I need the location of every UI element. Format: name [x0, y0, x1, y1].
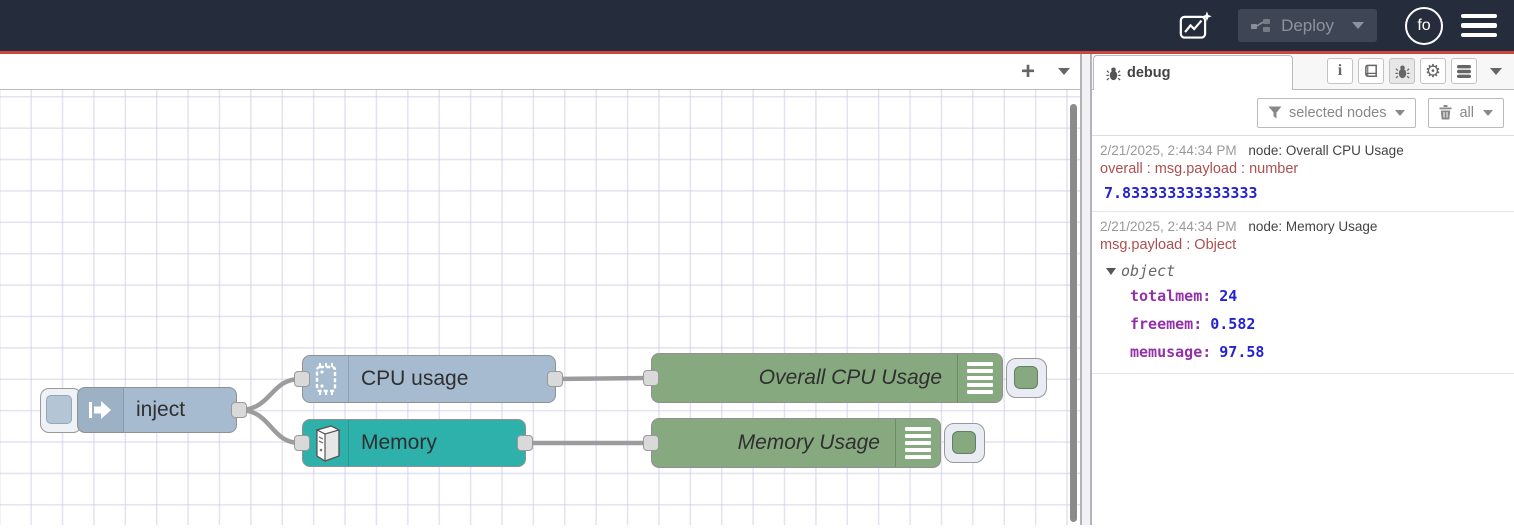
message-timestamp: 2/21/2025, 2:44:34 PM [1100, 219, 1237, 234]
port-debug-overall-input[interactable] [643, 370, 659, 386]
tab-debug[interactable]: debug [1093, 55, 1293, 90]
sidebar-tab-bar: debug i [1092, 54, 1514, 90]
object-key: freemem: [1130, 315, 1203, 333]
node-inject[interactable]: inject [77, 387, 237, 433]
node-debug-overall-cpu[interactable]: Overall CPU Usage [651, 353, 1003, 403]
header: Deploy fo [0, 0, 1514, 54]
port-inject-output[interactable] [231, 402, 247, 418]
object-tree: object totalmem: 24 freemem: 0.582 memusag… [1100, 255, 1506, 366]
message-source-node: node: Memory Usage [1248, 219, 1378, 234]
object-key: totalmem: [1130, 287, 1212, 305]
message-property: msg.payload : Object [1100, 237, 1237, 253]
wire-cpu-debug[interactable] [551, 375, 654, 382]
debug-toolbar: selected nodes all [1092, 90, 1514, 136]
deploy-button[interactable]: Deploy [1238, 9, 1377, 42]
info-icon: i [1337, 62, 1343, 79]
debug-message[interactable]: 2/21/2025, 2:44:34 PM node: Memory Usage… [1092, 212, 1514, 374]
debug-tab-button[interactable] [1389, 58, 1415, 84]
info-tab-button[interactable]: i [1327, 58, 1353, 84]
inject-trigger-button[interactable] [40, 388, 82, 433]
filter-label: selected nodes [1288, 104, 1387, 121]
sidebar: debug i [1092, 54, 1514, 525]
book-icon [1364, 64, 1379, 79]
gear-icon: ⚙ [1424, 61, 1442, 81]
object-value: 24 [1219, 287, 1238, 305]
wire-inject-cpu[interactable] [236, 376, 303, 413]
node-memory[interactable]: Memory [302, 419, 526, 467]
tab-debug-label: debug [1127, 65, 1171, 81]
flow-list-button[interactable] [1048, 54, 1080, 89]
assistant-button[interactable] [1178, 10, 1214, 42]
triangle-down-icon [1106, 267, 1116, 275]
add-flow-button[interactable]: + [1008, 54, 1048, 89]
node-label: CPU usage [361, 367, 469, 390]
hamburger-icon [1461, 13, 1497, 19]
node-debug-memory[interactable]: Memory Usage [651, 418, 941, 468]
chevron-down-icon [1483, 109, 1493, 116]
node-label: Memory Usage [737, 431, 880, 454]
config-tab-button[interactable]: ⚙ [1420, 58, 1446, 84]
plus-icon: + [1020, 57, 1035, 85]
message-source-node: node: Overall CPU Usage [1248, 143, 1404, 158]
debug-enable-toggle[interactable] [1006, 358, 1047, 398]
debug-list-icon [957, 354, 1002, 402]
object-value: 0.582 [1210, 315, 1256, 333]
workspace: + [0, 54, 1080, 525]
deploy-label: Deploy [1281, 15, 1334, 35]
wire-inject-memory[interactable] [236, 407, 303, 446]
inject-arrow-icon [78, 388, 124, 432]
node-label: Overall CPU Usage [758, 366, 942, 389]
node-label: Memory [361, 431, 437, 454]
message-timestamp: 2/21/2025, 2:44:34 PM [1100, 143, 1237, 158]
flow-canvas[interactable]: inject [0, 90, 1080, 525]
object-key: memusage: [1130, 343, 1212, 361]
context-tab-button[interactable] [1451, 58, 1477, 84]
chevron-down-icon [1395, 109, 1406, 116]
debug-message[interactable]: 2/21/2025, 2:44:34 PM node: Overall CPU … [1092, 136, 1514, 212]
sidebar-menu-chevron-icon[interactable] [1490, 67, 1502, 75]
sidebar-resize-handle[interactable] [1080, 54, 1092, 525]
message-value: 7.833333333333333 [1104, 184, 1258, 202]
port-memory-input[interactable] [294, 435, 310, 451]
flow-tab-bar: + [0, 54, 1080, 90]
node-label: inject [136, 398, 186, 421]
port-cpu-input[interactable] [294, 371, 310, 387]
database-icon [1456, 64, 1472, 79]
deploy-chevron-icon[interactable] [1352, 22, 1364, 29]
trash-icon [1439, 105, 1452, 120]
debug-message-list: 2/21/2025, 2:44:34 PM node: Overall CPU … [1092, 136, 1514, 374]
object-root-label: object [1121, 262, 1176, 280]
wire-layer [236, 375, 654, 446]
clear-label: all [1459, 104, 1474, 121]
object-entry: totalmem: 24 [1100, 282, 1506, 310]
debug-filter-button[interactable]: selected nodes [1256, 97, 1417, 128]
bug-icon [1394, 64, 1410, 79]
cpu-chip-icon [303, 356, 349, 402]
user-avatar[interactable]: fo [1405, 6, 1443, 45]
object-entry: freemem: 0.582 [1100, 310, 1506, 338]
debug-list-icon [895, 419, 940, 467]
canvas-vertical-scrollbar[interactable] [1070, 104, 1077, 522]
message-property: overall : msg.payload : number [1100, 161, 1299, 177]
port-debug-memory-input[interactable] [643, 435, 659, 451]
object-value: 97.58 [1219, 343, 1265, 361]
deploy-icon [1251, 18, 1271, 34]
port-cpu-output[interactable] [547, 371, 563, 387]
object-tree-toggle[interactable]: object [1100, 255, 1506, 282]
flow-assistant-icon [1179, 10, 1213, 41]
node-cpu-usage[interactable]: CPU usage [302, 355, 556, 403]
port-memory-output[interactable] [517, 435, 533, 451]
chevron-down-icon [1058, 68, 1070, 75]
computer-tower-icon [303, 420, 349, 466]
debug-clear-button[interactable]: all [1428, 97, 1504, 128]
help-tab-button[interactable] [1358, 58, 1384, 84]
avatar-initials: fo [1417, 16, 1431, 34]
bug-icon [1106, 66, 1121, 81]
debug-enable-toggle[interactable] [944, 423, 985, 463]
object-entry: memusage: 97.58 [1100, 338, 1506, 366]
filter-icon [1268, 106, 1282, 119]
main-menu-button[interactable] [1461, 13, 1497, 38]
